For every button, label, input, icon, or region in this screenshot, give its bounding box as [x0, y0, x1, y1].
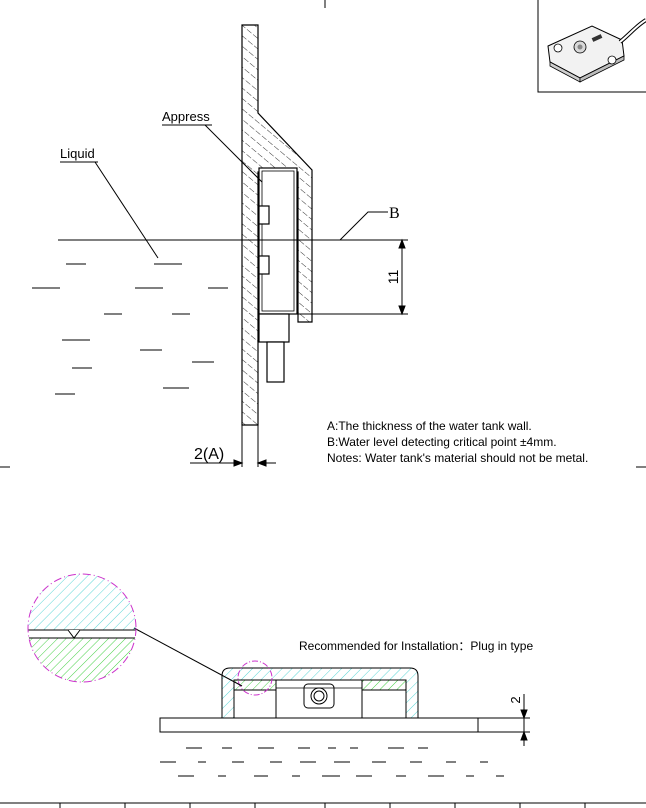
- tank-wall-section: [241, 24, 313, 426]
- install-caption: Recommended for Installation：Plug in typ…: [299, 639, 533, 653]
- sensor-front-view: [234, 679, 406, 719]
- sensor-side-view: [258, 167, 298, 383]
- dimension-11: [398, 238, 406, 316]
- liquid-level-line: [58, 124, 408, 315]
- dim-11-label: 11: [385, 270, 401, 285]
- lower-liquid-marks: [160, 747, 504, 777]
- magnified-detail: [27, 573, 137, 683]
- detail-leader: [133, 627, 243, 687]
- detail-marker-circle: [237, 660, 273, 696]
- note-material: Notes: Water tank's material should not …: [327, 451, 588, 465]
- tank-plate: [159, 717, 530, 733]
- b-marker-label: B: [389, 205, 400, 222]
- liquid-label: Liquid: [60, 146, 95, 161]
- dim-2a-label: 2(A): [194, 446, 224, 463]
- liquid-surface-marks: [32, 263, 228, 395]
- dimension-2: [520, 694, 528, 746]
- dim-2-label: 2: [508, 696, 523, 703]
- note-a: A:The thickness of the water tank wall.: [327, 419, 532, 433]
- appress-label: Appress: [162, 109, 210, 124]
- sensor-cover: [221, 667, 419, 719]
- product-thumbnail: [537, 0, 646, 93]
- note-b: B:Water level detecting critical point ±…: [327, 435, 557, 449]
- dimension-2a: [190, 425, 276, 467]
